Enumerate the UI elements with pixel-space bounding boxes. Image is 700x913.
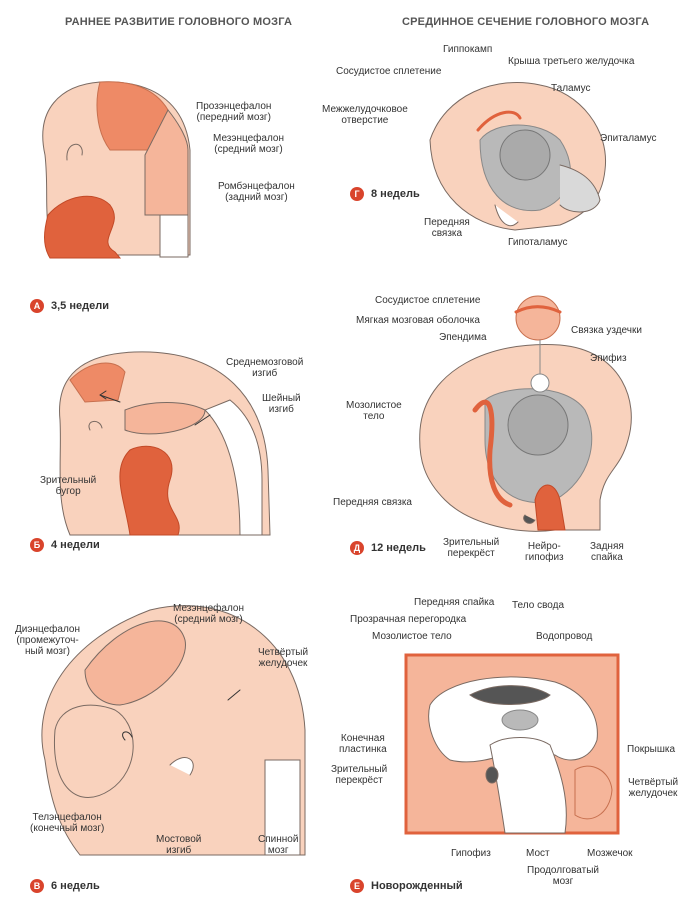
stage-label-v: 6 недель <box>51 880 100 892</box>
stage-label-e: Новорожденный <box>371 880 463 892</box>
stage-caption-v: В 6 недель <box>30 879 100 893</box>
label-fornix: Тело свода <box>512 600 565 611</box>
label-aqueduct: Водопровод <box>536 631 593 642</box>
stage-badge-v: В <box>30 879 44 893</box>
right-column-header: СРЕДИННОЕ СЕЧЕНИЕ ГОЛОВНОГО МОЗГА <box>402 16 650 28</box>
label-corpus-callosum-e: Мозолистое тело <box>372 631 452 642</box>
stage-badge-a: А <box>30 299 44 313</box>
label-interventricular-foramen: Межжелудочковое отверстие <box>322 104 408 126</box>
label-septum-pellucidum: Прозрачная перегородка <box>350 614 467 625</box>
label-corpus-callosum-d: Мозолистое тело <box>346 400 402 422</box>
brain-median-section-12-weeks <box>419 295 632 532</box>
label-spinal-cord: Спинной мозг <box>258 834 299 856</box>
label-telencephalon: Телэнцефалон (конечный мозг) <box>30 812 105 834</box>
label-midbrain-flexure: Среднемозговой изгиб <box>226 357 304 379</box>
label-hippocampus: Гиппокамп <box>443 44 493 55</box>
embryo-brain-6-weeks <box>41 605 306 856</box>
label-rhombencephalon: Ромбэнцефалон (задний мозг) <box>218 181 295 203</box>
embryo-brain-3-5-weeks <box>42 81 191 259</box>
label-pituitary: Гипофиз <box>451 848 491 859</box>
label-anterior-commissure-e: Передняя спайка <box>414 597 495 608</box>
label-anterior-commissure-d: Передняя связка <box>333 497 412 508</box>
label-pontine-flexure: Мостовой изгиб <box>156 834 202 856</box>
label-optic-chiasm-d: Зрительный перекрёст <box>443 537 500 559</box>
label-prosencephalon: Прозэнцефалон (передний мозг) <box>196 101 272 123</box>
label-lamina-terminalis: Конечная пластинка <box>339 733 387 755</box>
stage-badge-d: Д <box>350 541 364 555</box>
label-hypothalamus: Гипоталамус <box>508 237 568 248</box>
label-choroid-plexus-g: Сосудистое сплетение <box>336 66 442 77</box>
label-optic-chiasm-e: Зрительный перекрёст <box>331 764 388 786</box>
stage-caption-e: Е Новорожденный <box>350 879 463 893</box>
brain-median-section-8-weeks <box>429 81 607 231</box>
label-epithalamus: Эпиталамус <box>600 133 657 144</box>
label-mesencephalon-v: Мезэнцефалон (средний мозг) <box>173 603 244 625</box>
label-neurohypophysis: Нейро- гипофиз <box>525 541 564 563</box>
stage-label-b: 4 недели <box>51 539 100 551</box>
stage-label-a: 3,5 недели <box>51 300 109 312</box>
label-pia-mater: Мягкая мозговая оболочка <box>356 315 480 326</box>
label-diencephalon: Диэнцефалон (промежуточ- ный мозг) <box>15 624 80 657</box>
stage-caption-g: Г 8 недель <box>350 187 420 201</box>
stage-badge-g: Г <box>350 187 364 201</box>
label-mesencephalon-a: Мезэнцефалон (средний мозг) <box>213 133 284 155</box>
stage-badge-b: Б <box>30 538 44 552</box>
stage-caption-d: Д 12 недель <box>350 541 426 555</box>
label-ependyma: Эпендима <box>439 332 487 343</box>
label-cerebellum: Мозжечок <box>587 848 633 859</box>
label-choroid-plexus-d: Сосудистое сплетение <box>375 295 481 306</box>
stage-badge-e: Е <box>350 879 364 893</box>
label-habenular-commissure: Связка уздечки <box>571 325 642 336</box>
label-tectum: Покрышка <box>627 744 676 755</box>
stage-label-g: 8 недель <box>371 188 420 200</box>
stage-label-d: 12 недель <box>371 542 426 554</box>
label-optic-cup: Зрительный бугор <box>40 475 97 497</box>
label-anterior-commissure-g: Передняя связка <box>424 217 470 239</box>
label-pons: Мост <box>526 848 550 859</box>
left-column-header: РАННЕЕ РАЗВИТИЕ ГОЛОВНОГО МОЗГА <box>65 16 293 28</box>
label-medulla: Продолговатый мозг <box>527 865 599 887</box>
label-roof-third-ventricle: Крыша третьего желудочка <box>508 56 635 67</box>
label-pineal: Эпифиз <box>590 353 627 364</box>
stage-caption-a: А 3,5 недели <box>30 299 109 313</box>
stage-caption-b: Б 4 недели <box>30 538 100 552</box>
label-cervical-flexure: Шейный изгиб <box>262 393 301 415</box>
label-fourth-ventricle-e: Четвёртый желудочек <box>628 777 679 799</box>
label-posterior-commissure: Задняя спайка <box>590 541 624 563</box>
label-fourth-ventricle-v: Четвёртый желудочек <box>258 647 309 669</box>
embryo-brain-4-weeks <box>59 351 271 536</box>
brain-median-section-newborn <box>404 653 620 835</box>
label-thalamus: Таламус <box>551 83 591 94</box>
